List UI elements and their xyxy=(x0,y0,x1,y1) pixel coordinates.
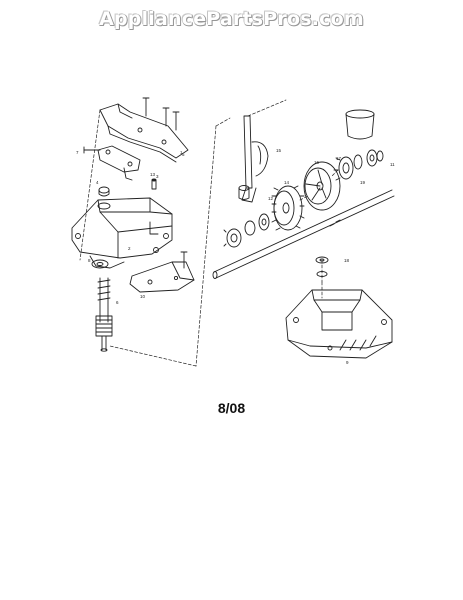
clutch-hub xyxy=(303,161,341,211)
callout-12: 12 xyxy=(268,196,274,201)
upper-housing xyxy=(71,197,173,269)
lower-housing xyxy=(285,289,393,359)
screw-group-top xyxy=(83,97,180,154)
nut-left xyxy=(98,186,110,197)
callout-17: 17 xyxy=(336,156,342,161)
small-pin xyxy=(151,178,157,190)
leader-lines xyxy=(79,99,339,367)
bushing xyxy=(238,185,250,200)
top-bracket xyxy=(99,103,189,163)
spur-gear xyxy=(271,185,305,231)
callout-3: 3 xyxy=(156,174,159,179)
axle-gear-left xyxy=(223,213,270,248)
link-plate xyxy=(97,145,141,181)
washers-right xyxy=(353,149,384,170)
bottom-bracket xyxy=(129,251,195,293)
sleeve xyxy=(345,109,375,140)
worm-shaft xyxy=(95,277,113,352)
callout-2: 2 xyxy=(128,246,131,251)
callout-15: 15 xyxy=(276,148,282,153)
callout-7: 7 xyxy=(76,150,79,155)
callout-labels: 1 2 3 4 5 6 7 8 9 10 11 12 13 14 15 16 1… xyxy=(76,148,395,365)
callout-14: 14 xyxy=(284,180,290,185)
callout-8: 8 xyxy=(88,258,91,263)
callout-19: 19 xyxy=(360,180,366,185)
callout-10: 10 xyxy=(140,294,146,299)
site-watermark: AppliancePartsPros.com xyxy=(99,8,364,30)
callout-9: 9 xyxy=(346,360,349,365)
callout-4: 4 xyxy=(96,180,99,185)
washer-mid xyxy=(91,259,109,269)
callout-13: 13 xyxy=(150,172,156,177)
main-axle xyxy=(212,189,395,279)
shift-fork xyxy=(241,115,269,203)
callout-1: 1 xyxy=(180,150,183,155)
callout-18: 18 xyxy=(344,258,350,263)
callout-5: 5 xyxy=(182,152,185,157)
callout-11: 11 xyxy=(390,162,395,167)
date-code: 8/08 xyxy=(217,400,246,416)
callout-6: 6 xyxy=(116,300,119,305)
small-gear xyxy=(333,156,354,181)
callout-16: 16 xyxy=(314,160,320,165)
